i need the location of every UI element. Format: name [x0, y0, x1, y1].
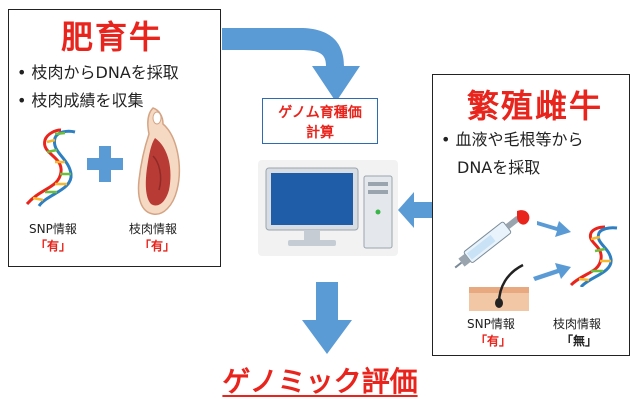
dna-helix-icon — [25, 128, 76, 207]
bullet-dot: • — [441, 130, 456, 149]
hair-root-icon — [469, 263, 529, 311]
syringe-icon — [454, 210, 530, 269]
genomic-calc-line-2: 計算 — [306, 125, 334, 141]
breeding-bullet-line-1: 血液や毛根等から — [455, 130, 584, 149]
breeding-snp-label: SNP情報 — [467, 317, 515, 331]
fattening-title: 肥育牛 — [61, 18, 164, 56]
genomic-evaluation-title: ゲノミック評価 — [220, 360, 420, 400]
fattening-carcass-label: 枝肉情報 — [129, 222, 178, 236]
breeding-snp-value: 「有」 — [475, 334, 512, 348]
small-arrow-lower — [533, 263, 571, 281]
fattening-carcass-value: 「有」 — [139, 239, 176, 253]
arrow-down-to-evaluation — [302, 282, 352, 354]
small-arrow-upper — [537, 221, 571, 237]
dna-helix-icon — [569, 225, 618, 287]
fattening-bullet-2: • 枝肉成績を収集 — [17, 88, 144, 114]
computer-icon — [258, 160, 398, 256]
genomic-calc-line-1: ゲノム育種価 — [278, 105, 362, 121]
fattening-cattle-box: 肥育牛 • 枝肉からDNAを採取 • 枝肉成績を収集 SNP情報 「有」 枝肉情… — [8, 9, 221, 267]
bullet-dot: • — [17, 63, 32, 82]
breeding-bullet-line-2: DNAを採取 — [457, 158, 541, 177]
breeding-carcass-label: 枝肉情報 — [553, 317, 602, 331]
fattening-bullet-1: • 枝肉からDNAを採取 — [17, 60, 179, 86]
fattening-bullet-1-text: 枝肉からDNAを採取 — [31, 63, 179, 82]
bullet-dot: • — [17, 91, 32, 110]
breeding-carcass-value: 「無」 — [561, 334, 598, 348]
genomic-calc-box: ゲノム育種価 計算 — [262, 98, 378, 144]
fattening-snp-value: 「有」 — [35, 239, 72, 253]
fattening-snp-label: SNP情報 — [29, 222, 77, 236]
breeding-cow-box: 繁殖雌牛 • 血液や毛根等から DNAを採取 S — [432, 74, 630, 356]
breeding-bullet-1: • 血液や毛根等から — [441, 127, 584, 153]
fattening-bullet-2-text: 枝肉成績を収集 — [31, 91, 144, 110]
curved-arrow-to-center — [222, 28, 360, 102]
arrow-from-breeding — [398, 192, 432, 228]
carcass-meat-icon — [137, 107, 181, 215]
plus-icon — [87, 146, 123, 182]
genomic-evaluation-text: ゲノミック評価 — [222, 365, 418, 398]
breeding-title: 繁殖雌牛 — [467, 87, 604, 125]
